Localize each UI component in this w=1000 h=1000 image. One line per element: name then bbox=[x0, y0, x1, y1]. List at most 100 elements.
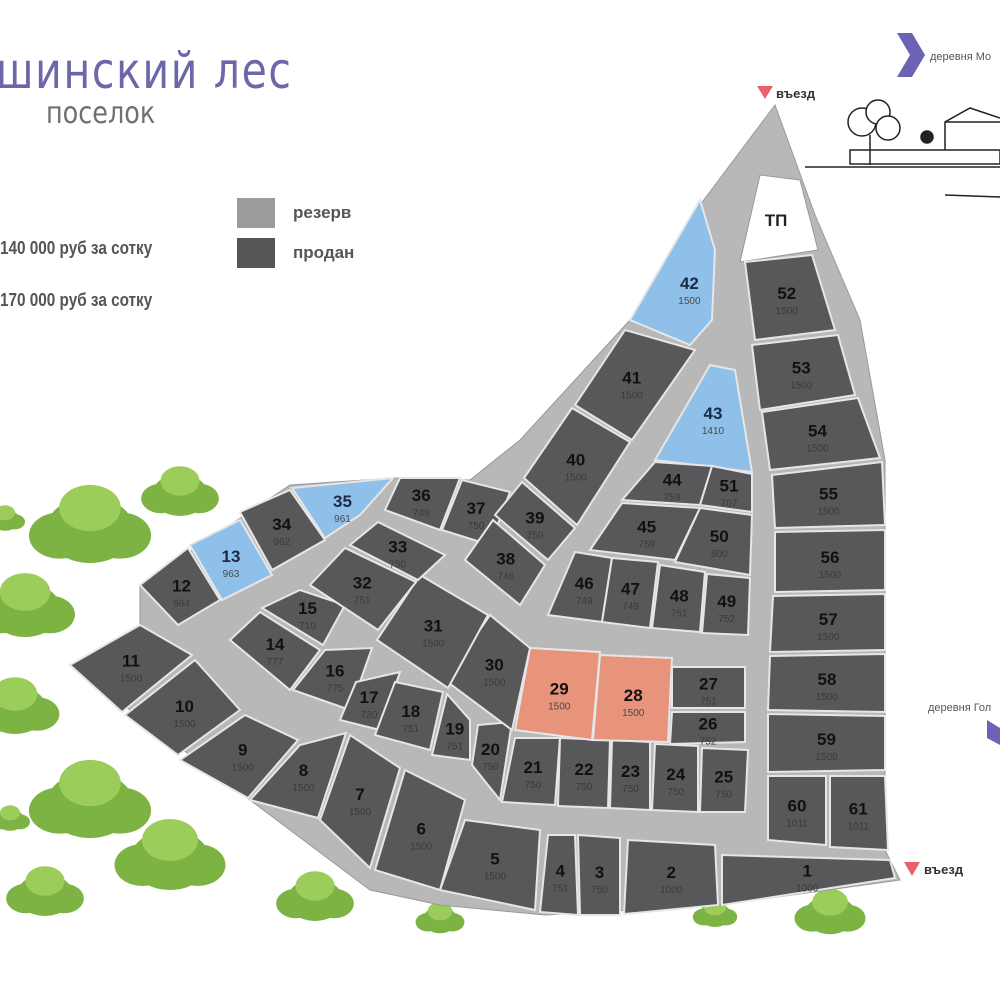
plot-shape[interactable] bbox=[138, 546, 222, 627]
plot-shape[interactable] bbox=[375, 573, 490, 690]
plot-shape[interactable] bbox=[430, 691, 471, 762]
plot-shape[interactable] bbox=[228, 610, 322, 692]
plot-shape[interactable] bbox=[743, 253, 837, 342]
plot-shape[interactable] bbox=[348, 520, 447, 582]
plot-shape[interactable] bbox=[760, 396, 882, 472]
plot-shape[interactable] bbox=[650, 563, 707, 634]
plot-shape[interactable] bbox=[238, 488, 327, 572]
plot-shape[interactable] bbox=[650, 742, 699, 814]
plot-shape[interactable] bbox=[600, 556, 660, 630]
plot-shape[interactable] bbox=[318, 733, 402, 870]
plot-shape[interactable] bbox=[308, 546, 418, 632]
plot-shape[interactable] bbox=[698, 464, 753, 514]
plot-shape[interactable] bbox=[463, 518, 547, 607]
plot-shape[interactable] bbox=[493, 480, 577, 562]
plot-shape[interactable] bbox=[290, 476, 396, 540]
plot-shape[interactable] bbox=[628, 197, 717, 347]
plot-shape[interactable] bbox=[829, 775, 890, 852]
plot-shape[interactable] bbox=[513, 646, 602, 742]
plot-shape[interactable] bbox=[770, 460, 887, 530]
plot-shape[interactable] bbox=[522, 406, 632, 527]
plot-shape[interactable] bbox=[668, 711, 746, 746]
plot-shape[interactable] bbox=[383, 477, 462, 532]
plot-shape[interactable] bbox=[774, 528, 886, 594]
plot-shape[interactable] bbox=[673, 506, 754, 577]
plot-shape[interactable] bbox=[671, 666, 746, 709]
plot-shape[interactable] bbox=[438, 818, 542, 912]
plot-shape[interactable] bbox=[721, 853, 897, 907]
plot-shape[interactable] bbox=[373, 768, 467, 892]
plot-shape[interactable] bbox=[373, 680, 445, 752]
plot-shape[interactable] bbox=[68, 623, 194, 714]
plot-shape[interactable] bbox=[700, 572, 752, 637]
plot-shape[interactable] bbox=[573, 328, 697, 442]
plot-shape[interactable] bbox=[767, 775, 827, 847]
plot-shape[interactable] bbox=[698, 746, 750, 813]
plot-shape[interactable] bbox=[178, 713, 300, 800]
plot-area: 1000 bbox=[796, 884, 819, 895]
plot-shape[interactable] bbox=[768, 592, 886, 654]
plot-shape[interactable] bbox=[766, 652, 886, 714]
plot-shape[interactable] bbox=[622, 838, 720, 916]
plot-shape[interactable] bbox=[767, 712, 886, 774]
plot-shape[interactable] bbox=[538, 834, 580, 917]
plot-shape[interactable] bbox=[248, 731, 348, 820]
plot-shape[interactable] bbox=[188, 518, 274, 602]
plot-shape[interactable] bbox=[576, 833, 621, 916]
plot-shape[interactable] bbox=[123, 658, 242, 757]
plot-shape[interactable] bbox=[750, 333, 857, 412]
